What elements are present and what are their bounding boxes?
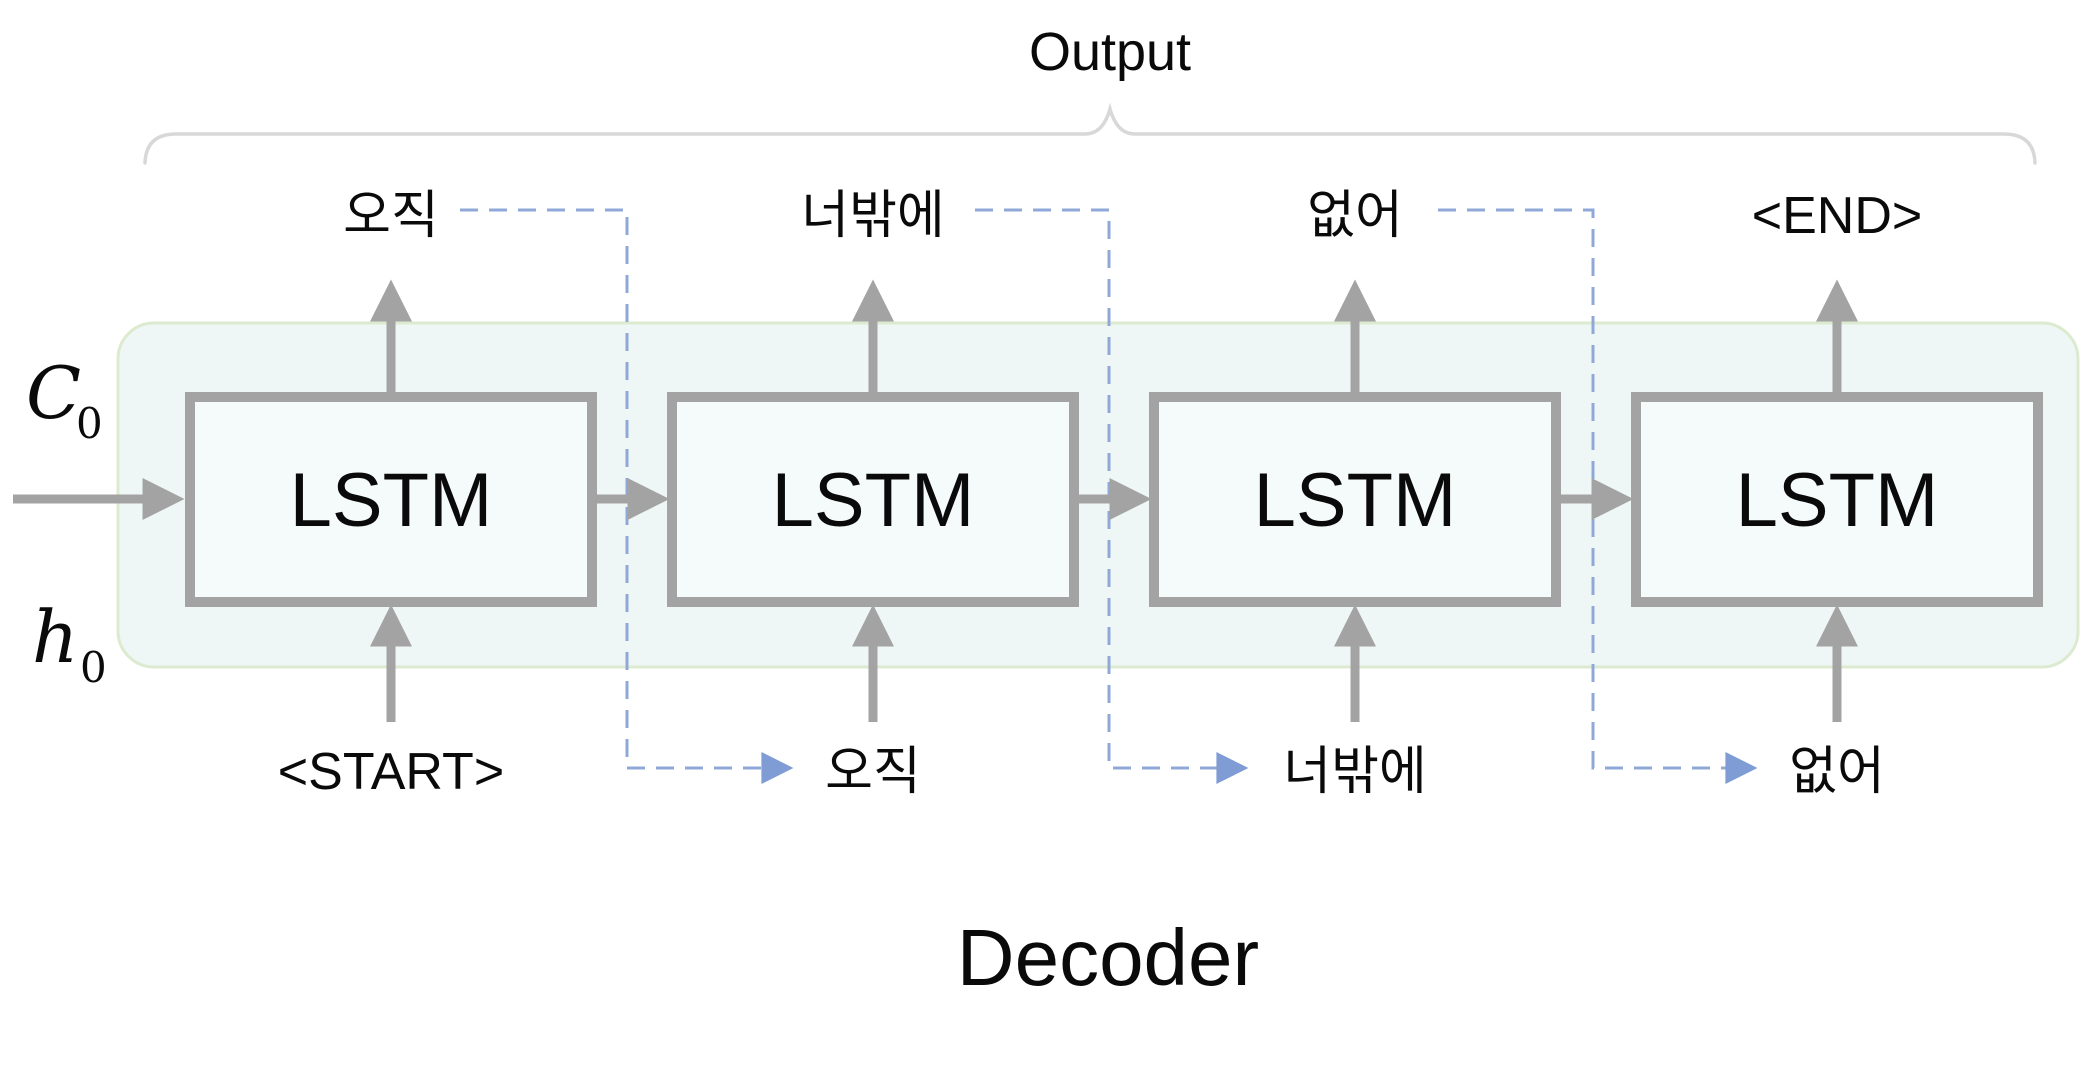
output-word-3: 없어 xyxy=(1307,187,1403,245)
feedback-path-2 xyxy=(975,208,1249,784)
output-word-2: 너밖에 xyxy=(801,187,945,245)
input-word-2: 오직 xyxy=(825,743,921,801)
cell-state-subscript: 0 xyxy=(76,399,103,448)
lstm-label-1: LSTM xyxy=(290,458,493,543)
lstm-label-3: LSTM xyxy=(1254,458,1457,543)
input-word-4: 없어 xyxy=(1789,743,1885,801)
hidden-state-label: h xyxy=(32,595,78,679)
output-word-1: 오직 xyxy=(343,187,439,245)
input-word-1: <START> xyxy=(278,743,504,801)
decoder-title: Decoder xyxy=(957,913,1259,1002)
lstm-box-3 xyxy=(1149,392,1561,607)
output-word-4: <END> xyxy=(1752,187,1923,245)
input-word-3: 너밖에 xyxy=(1283,743,1427,801)
lstm-box-1 xyxy=(185,392,597,607)
cell-state-label: C xyxy=(26,351,81,435)
output-brace-icon xyxy=(143,102,2037,165)
feedback-path-1 xyxy=(460,208,794,784)
lstm-label-4: LSTM xyxy=(1736,458,1939,543)
hidden-state-subscript: 0 xyxy=(80,643,107,692)
feedback-path-3 xyxy=(1438,208,1758,784)
output-title: Output xyxy=(1029,22,1191,82)
lstm-label-2: LSTM xyxy=(772,458,975,543)
lstm-box-4 xyxy=(1631,392,2043,607)
